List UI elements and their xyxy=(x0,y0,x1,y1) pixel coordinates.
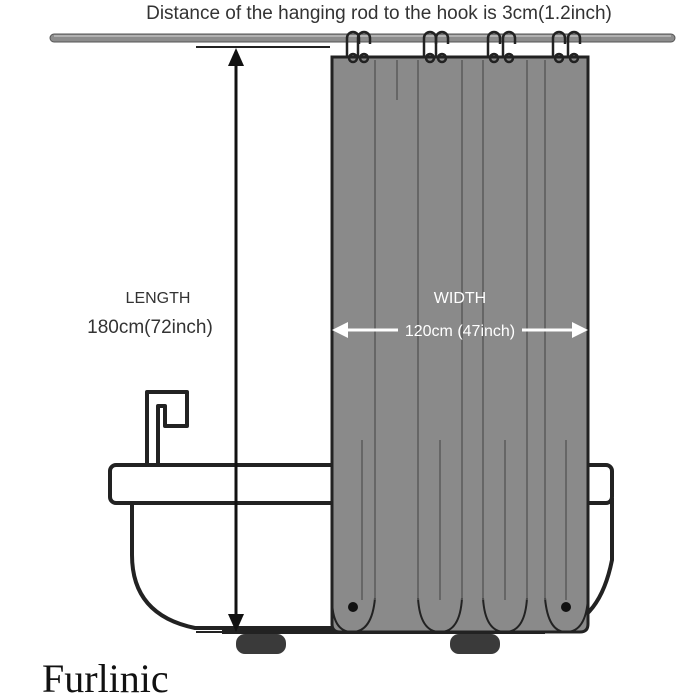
arrow-up-icon xyxy=(228,48,244,66)
brand-name: Furlinic xyxy=(42,656,169,700)
tub-foot-right xyxy=(450,634,500,654)
arrow-left-icon xyxy=(332,322,348,338)
length-label: LENGTH xyxy=(126,290,191,307)
rod-distance-note: Distance of the hanging rod to the hook … xyxy=(146,3,612,24)
hook-icon xyxy=(486,30,502,56)
width-value: 120cm (47inch) xyxy=(405,323,515,340)
length-dimension xyxy=(196,46,330,633)
hook-icon xyxy=(501,30,517,56)
hook-icon xyxy=(551,30,567,56)
curtain-weight-right xyxy=(561,602,571,612)
arrow-down-icon xyxy=(228,614,244,632)
hook-icon xyxy=(566,30,582,56)
hook-icon xyxy=(434,30,450,56)
hook-icon xyxy=(356,30,372,56)
shower-curtain xyxy=(330,55,590,634)
curtain-weight-left xyxy=(348,602,358,612)
tub-foot-left xyxy=(236,634,286,654)
width-dimension xyxy=(332,322,588,338)
width-label: WIDTH xyxy=(434,290,486,307)
length-value: 180cm(72inch) xyxy=(87,317,213,338)
faucet-icon xyxy=(145,390,189,466)
arrow-right-icon xyxy=(572,322,588,338)
curtain-hooks xyxy=(345,30,582,64)
